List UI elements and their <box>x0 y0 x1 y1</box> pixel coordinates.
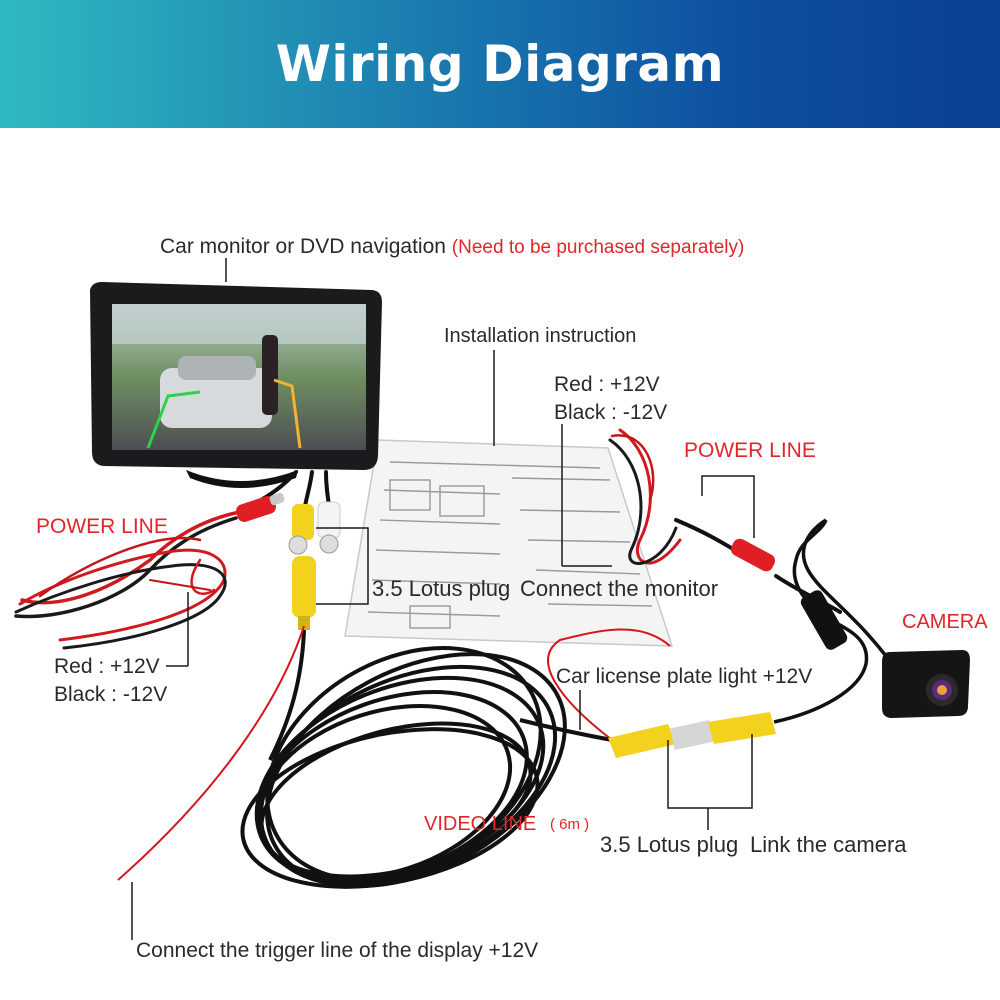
header-banner: Wiring Diagram <box>0 0 1000 128</box>
car-monitor <box>90 282 382 488</box>
leader-lines <box>131 258 755 940</box>
video-cable-coil <box>240 646 613 889</box>
monitor-label: Car monitor or DVD navigation (Need to b… <box>160 236 744 257</box>
license-light-wire <box>547 628 671 741</box>
power-line-right-label: POWER LINE <box>684 439 816 462</box>
license-light-label: Car license plate light +12V <box>556 665 813 688</box>
red-top-label: Red : +12V <box>554 373 660 396</box>
monitor-label-text: Car monitor or DVD navigation <box>160 235 446 258</box>
link-camera-label: Link the camera <box>750 832 907 857</box>
monitor-note: (Need to be purchased separately) <box>451 237 745 258</box>
monitor-rca-plugs <box>288 501 341 630</box>
trigger-wire <box>117 625 305 881</box>
lotus-plug-top-label: 3.5 Lotus plug <box>372 576 511 601</box>
black-top-label: Black : -12V <box>554 401 668 424</box>
right-power-plug <box>730 538 776 572</box>
page-title: Wiring Diagram <box>275 35 725 93</box>
camera-label: CAMERA <box>902 611 988 633</box>
wiring-illustration <box>14 258 970 940</box>
video-rca-connectors <box>608 712 776 758</box>
video-length-label: ( 6m ) <box>550 816 590 833</box>
lotus-plug-bottom-label: 3.5 Lotus plug <box>600 832 739 857</box>
installation-label: Installation instruction <box>444 325 637 347</box>
left-power-plug <box>236 492 285 522</box>
connect-monitor-label: Connect the monitor <box>520 576 719 601</box>
power-line-left-label: POWER LINE <box>36 515 168 538</box>
instruction-sheet <box>344 439 674 647</box>
trigger-line-label: Connect the trigger line of the display … <box>136 939 539 962</box>
camera-connector <box>800 590 848 650</box>
camera-icon <box>882 650 970 718</box>
red-left-label: Red : +12V <box>54 655 160 678</box>
left-power-cable <box>14 510 242 650</box>
black-left-label: Black : -12V <box>54 683 168 706</box>
video-line-label: VIDEO LINE <box>424 813 537 835</box>
